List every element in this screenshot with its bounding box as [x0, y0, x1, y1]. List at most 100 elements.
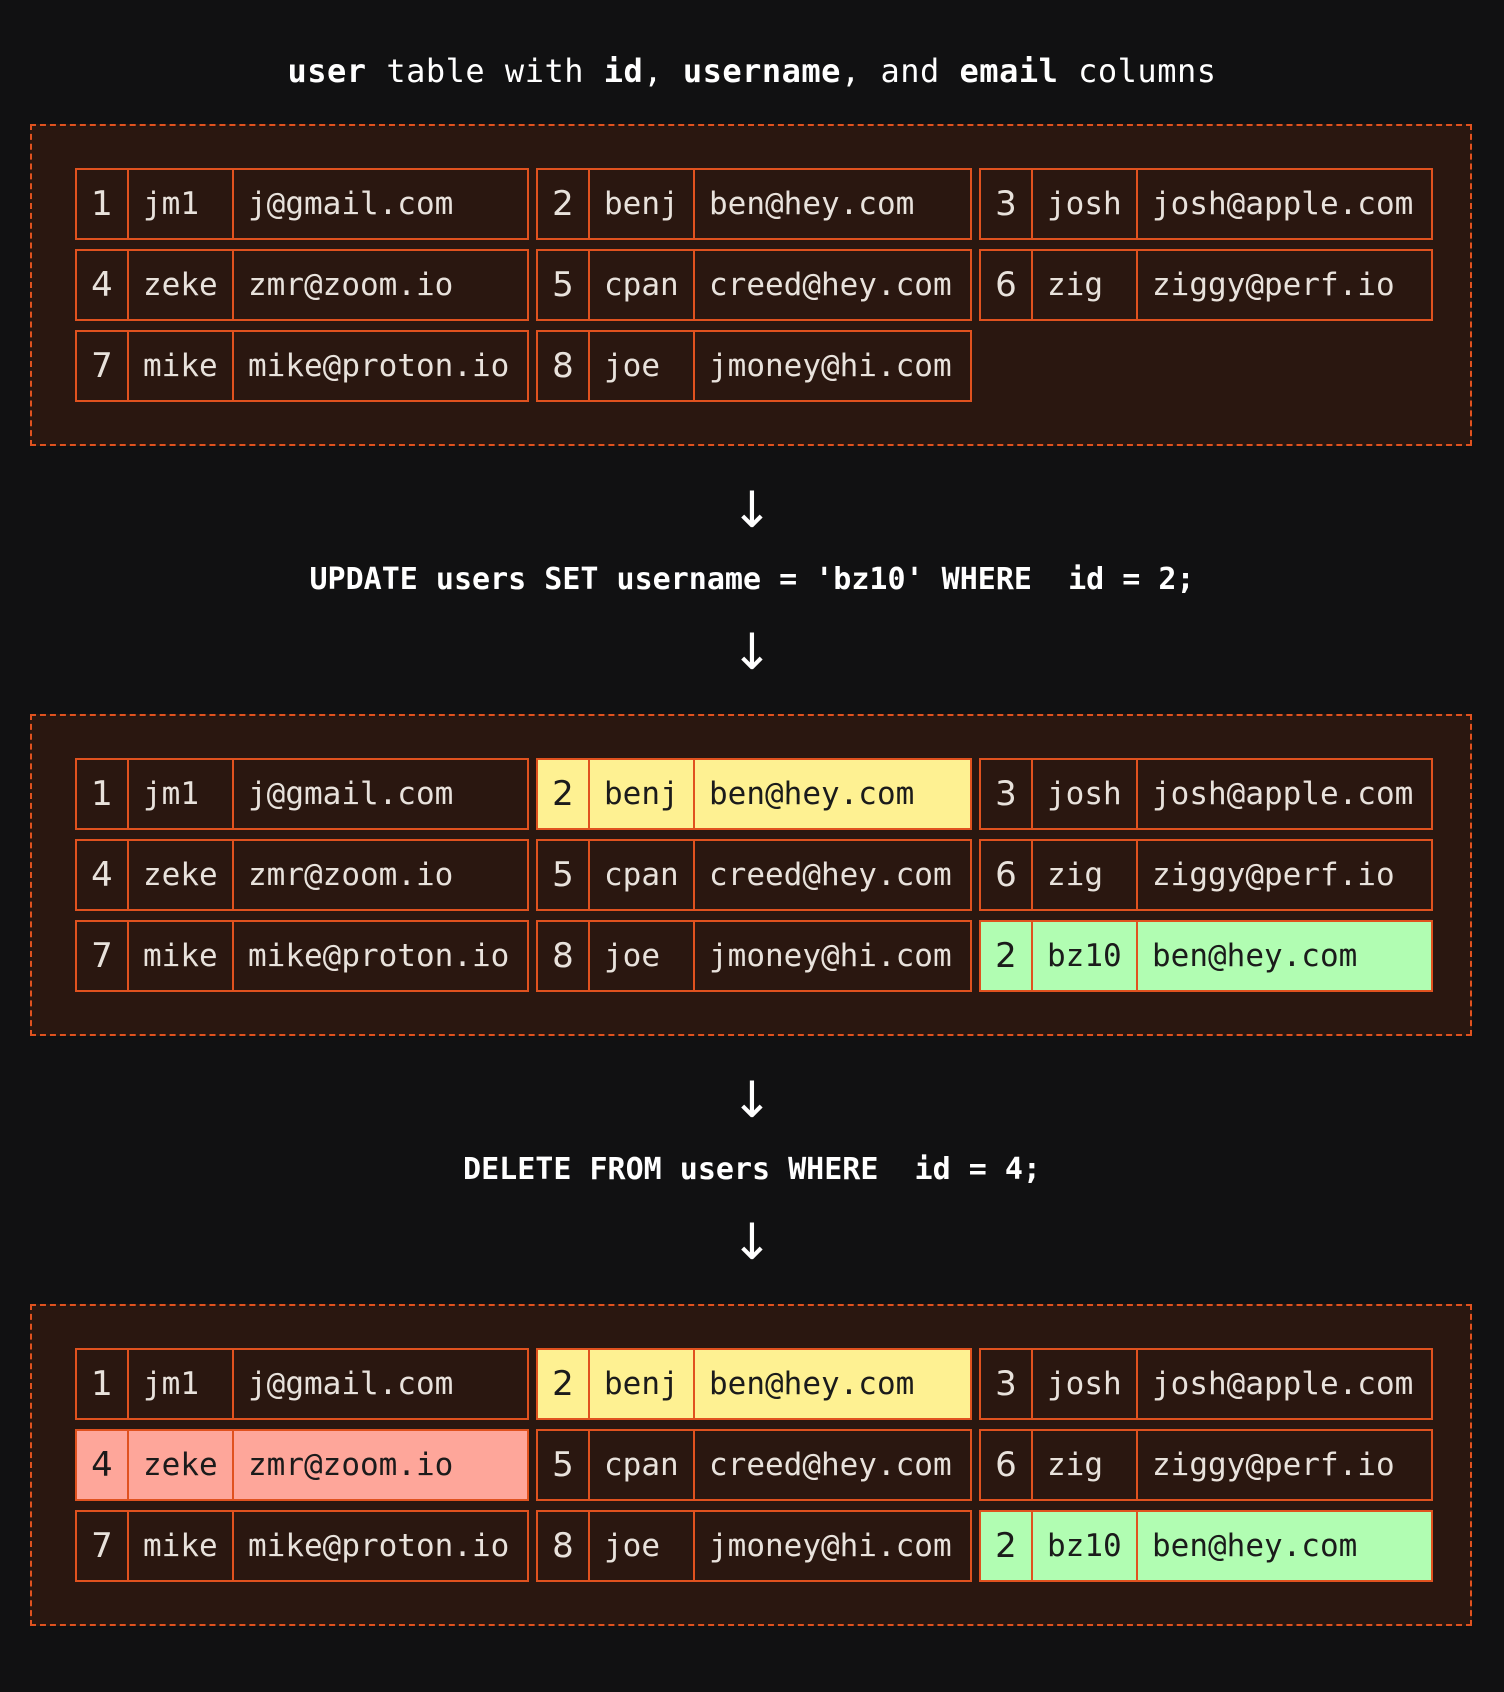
id-cell: 8 [538, 332, 590, 400]
username-cell: jm1 [129, 1350, 234, 1418]
email-cell: ben@hey.com [709, 1366, 915, 1402]
email-cell: ben@hey.com [709, 776, 915, 812]
username-cell: zeke [129, 841, 234, 909]
id-cell: 4 [77, 251, 129, 319]
email-cell: zmr@zoom.io [248, 1447, 454, 1483]
id-cell: 7 [77, 332, 129, 400]
email-cell: zmr@zoom.io [248, 857, 454, 893]
username-cell: jm1 [129, 760, 234, 828]
title-user: user [287, 52, 367, 90]
email-cell: ben@hey.com [709, 186, 915, 222]
id-cell: 2 [538, 170, 590, 238]
id-cell: 3 [981, 170, 1033, 238]
username-cell: joe [590, 1512, 695, 1580]
id-cell: 1 [77, 760, 129, 828]
id-cell: 2 [538, 1350, 590, 1418]
down-arrow-icon: ↓ [731, 1071, 773, 1129]
diagram-title: user table with id, username, and email … [0, 52, 1504, 90]
username-cell: bz10 [1033, 1512, 1138, 1580]
id-cell: 4 [77, 1431, 129, 1499]
username-cell: mike [129, 332, 234, 400]
title-text: , and [840, 52, 960, 90]
id-cell: 7 [77, 922, 129, 990]
username-cell: josh [1033, 760, 1138, 828]
down-arrow-icon: ↓ [731, 623, 773, 681]
sql-update-statement: UPDATE users SET username = 'bz10' WHERE… [309, 562, 1195, 597]
id-cell: 3 [981, 760, 1033, 828]
email-cell: j@gmail.com [248, 186, 454, 222]
email-cell: ziggy@perf.io [1152, 267, 1395, 303]
username-cell: josh [1033, 1350, 1138, 1418]
username-cell: zig [1033, 1431, 1138, 1499]
id-cell: 7 [77, 1512, 129, 1580]
title-text: table with [366, 52, 604, 90]
email-cell: josh@apple.com [1152, 776, 1414, 812]
id-cell: 6 [981, 251, 1033, 319]
email-cell: mike@proton.io [248, 938, 510, 974]
id-cell: 5 [538, 251, 590, 319]
email-cell: j@gmail.com [248, 776, 454, 812]
username-cell: mike [129, 1512, 234, 1580]
username-cell: zeke [129, 251, 234, 319]
username-cell: joe [590, 922, 695, 990]
down-arrow-icon: ↓ [731, 1213, 773, 1271]
id-cell: 1 [77, 1350, 129, 1418]
username-cell: bz10 [1033, 922, 1138, 990]
email-cell: ziggy@perf.io [1152, 857, 1395, 893]
sql-delete-statement: DELETE FROM users WHERE id = 4; [463, 1152, 1041, 1187]
username-cell: cpan [590, 1431, 695, 1499]
email-cell: creed@hey.com [709, 267, 952, 303]
email-cell: creed@hey.com [709, 857, 952, 893]
username-cell: zig [1033, 841, 1138, 909]
email-cell: josh@apple.com [1152, 186, 1414, 222]
email-cell: ben@hey.com [1152, 1528, 1358, 1564]
id-cell: 8 [538, 1512, 590, 1580]
email-cell: creed@hey.com [709, 1447, 952, 1483]
email-cell: jmoney@hi.com [709, 938, 952, 974]
title-text: , [643, 52, 683, 90]
id-cell: 2 [538, 760, 590, 828]
email-cell: j@gmail.com [248, 1366, 454, 1402]
email-cell: jmoney@hi.com [709, 1528, 952, 1564]
username-cell: joe [590, 332, 695, 400]
email-cell: jmoney@hi.com [709, 348, 952, 384]
username-cell: benj [590, 170, 695, 238]
id-cell: 6 [981, 1431, 1033, 1499]
id-cell: 4 [77, 841, 129, 909]
username-cell: josh [1033, 170, 1138, 238]
email-cell: ben@hey.com [1152, 938, 1358, 974]
email-cell: ziggy@perf.io [1152, 1447, 1395, 1483]
username-cell: zig [1033, 251, 1138, 319]
title-text: columns [1058, 52, 1217, 90]
title-username: username [682, 52, 841, 90]
id-cell: 6 [981, 841, 1033, 909]
id-cell: 2 [981, 922, 1033, 990]
username-cell: cpan [590, 841, 695, 909]
id-cell: 5 [538, 841, 590, 909]
id-cell: 8 [538, 922, 590, 990]
email-cell: josh@apple.com [1152, 1366, 1414, 1402]
username-cell: mike [129, 922, 234, 990]
